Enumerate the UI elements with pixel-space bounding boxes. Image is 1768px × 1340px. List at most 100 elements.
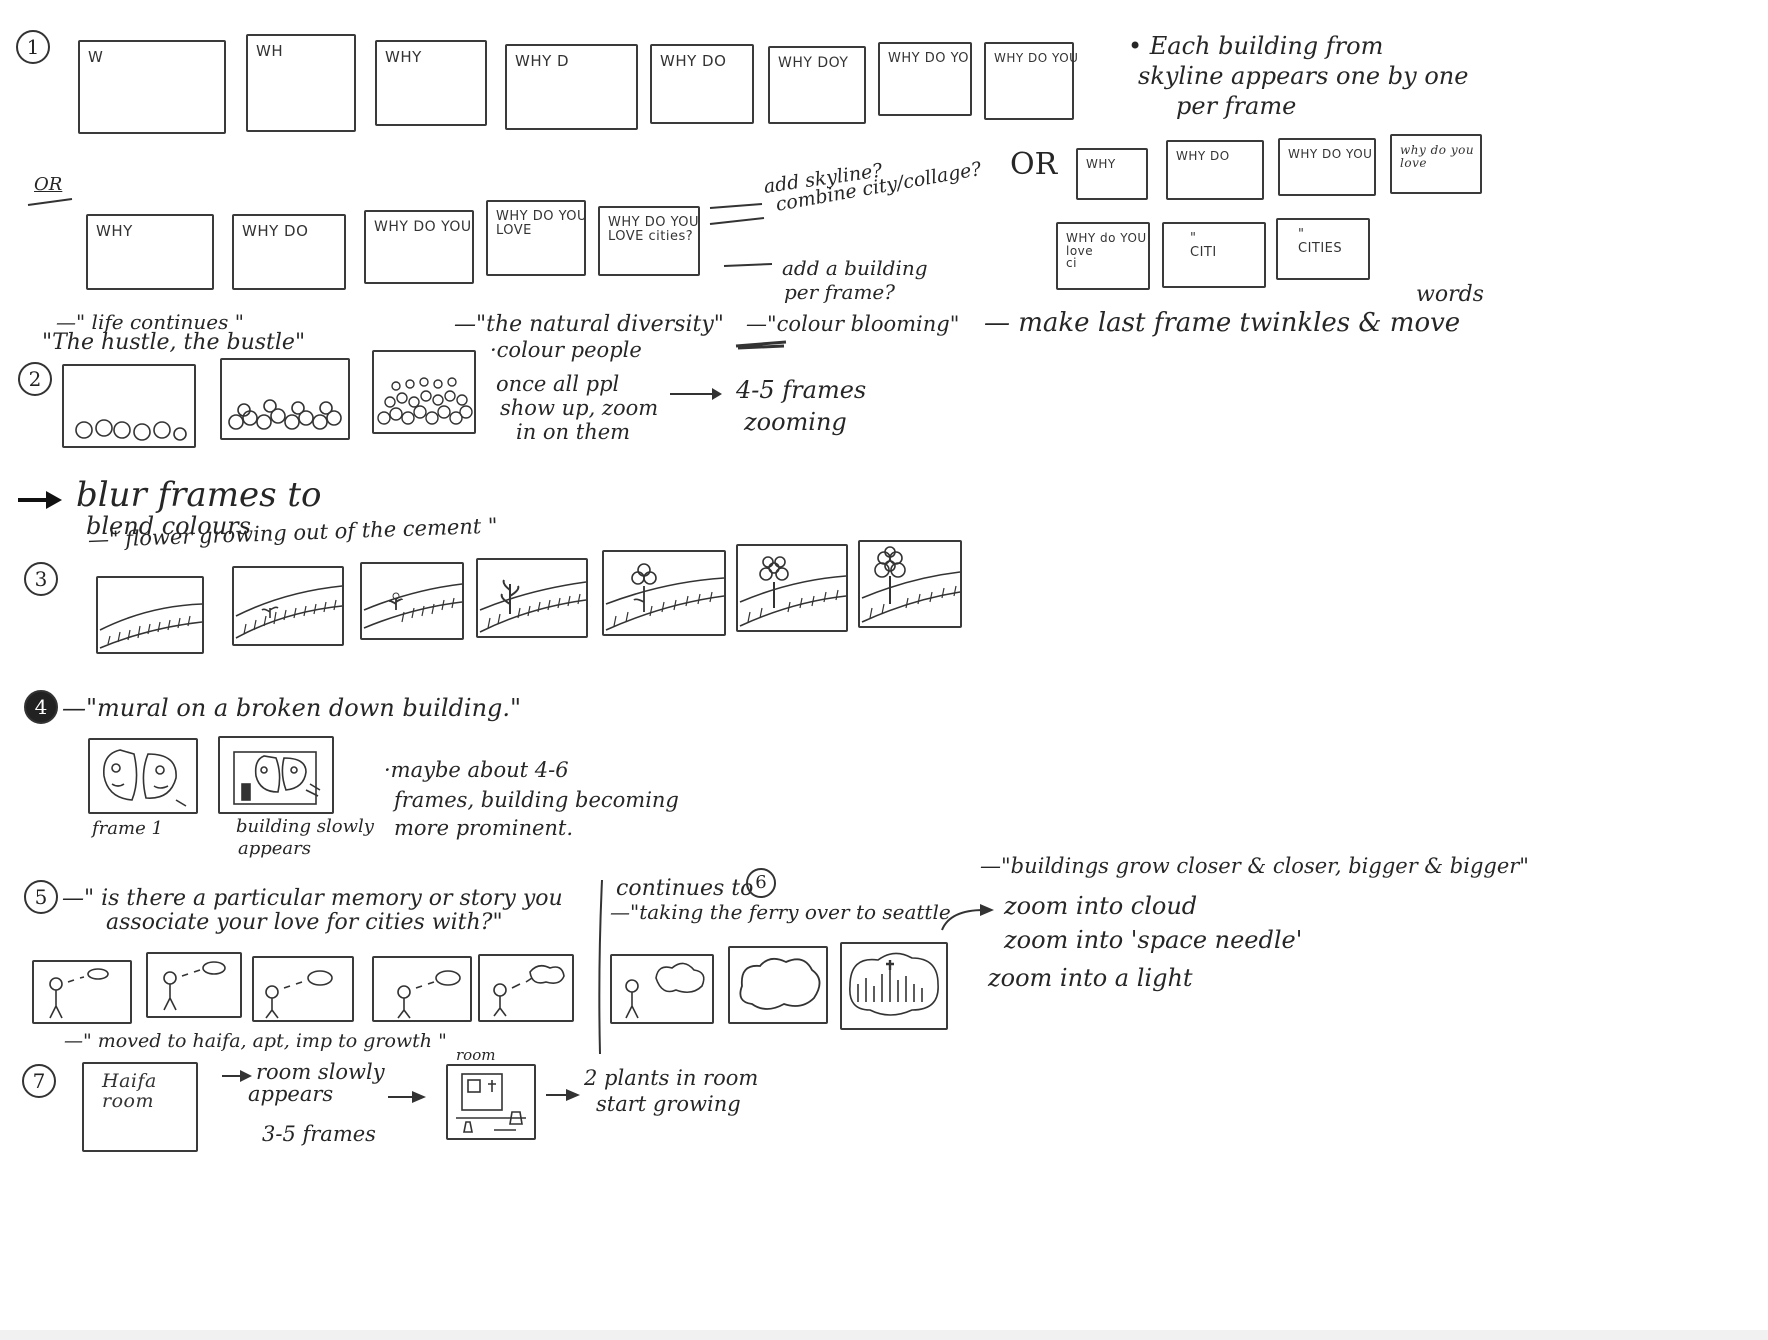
storyboard-frame — [232, 566, 344, 646]
storyboard-frame — [32, 960, 132, 1024]
storyboard-frame: WHY DO — [650, 44, 754, 124]
memory-sketch — [480, 956, 572, 1020]
crowd-sketch — [222, 360, 348, 438]
cement-sketch — [860, 542, 960, 626]
frame-caption: " CITI — [1190, 232, 1217, 259]
page-edge — [0, 1330, 1768, 1340]
quote-text: —"colour blooming" — [746, 314, 959, 335]
storyboard-frame — [610, 954, 714, 1024]
note-text: frames, building becoming — [394, 790, 679, 811]
or-underline — [26, 196, 76, 208]
frame-caption: WHY DO YO — [888, 52, 969, 66]
note-text: appears — [248, 1084, 333, 1105]
frame-caption: WHY DO YOU — [1288, 148, 1372, 161]
frame-caption: WHY — [96, 224, 133, 240]
cloud-sketch — [730, 948, 826, 1022]
frame-label: building slowly — [236, 818, 374, 836]
quote-text: —"the natural diversity" — [454, 314, 724, 336]
frame-caption: WHY do YOU love ci — [1066, 232, 1147, 270]
storyboard-frame — [96, 576, 204, 654]
storyboard-frame: WHY — [86, 214, 214, 290]
frame-caption: WHY DO — [242, 224, 308, 240]
cement-sketch — [604, 552, 724, 634]
storyboard-frame: WHY DO YOU LOVE — [486, 200, 586, 276]
quote-text: —"mural on a broken down building." — [62, 696, 521, 720]
section-6-marker: 6 — [746, 868, 776, 898]
note-text: zoom into cloud — [1004, 894, 1197, 918]
frame-caption: WHY D — [515, 54, 569, 70]
frame-caption: WH — [256, 44, 283, 60]
note-text: more prominent. — [394, 818, 573, 839]
frame-caption: WHY — [1086, 158, 1116, 171]
frame-caption: Haifa room — [102, 1072, 157, 1112]
memory-sketch — [374, 958, 470, 1020]
note-text: — make last frame twinkles & move — [984, 310, 1460, 336]
quote-text: —"buildings grow closer & closer, bigger… — [980, 856, 1529, 877]
storyboard-frame: W — [78, 40, 226, 134]
note-text: ·maybe about 4-6 — [384, 760, 569, 781]
cement-sketch — [234, 568, 342, 644]
storyboard-frame: WHY DO YO — [878, 42, 972, 116]
quote-text: —" moved to haifa, apt, imp to growth " — [64, 1032, 447, 1051]
storyboard-frame: WHY DO — [232, 214, 346, 290]
note-text: start growing — [596, 1094, 741, 1115]
frame-label: appears — [238, 840, 311, 858]
storyboard-frame — [476, 558, 588, 638]
or-label: OR — [1010, 150, 1057, 180]
storyboard-frame: Haifa room — [82, 1062, 198, 1152]
arrow-icon — [16, 488, 64, 512]
storyboard-frame: WHY DO — [1166, 140, 1264, 200]
memory-sketch — [254, 958, 352, 1020]
note-text: 4-5 frames — [736, 378, 866, 402]
frame-caption: WHY DO YOU LOVE — [496, 210, 587, 237]
frame-label: frame 1 — [92, 820, 163, 838]
section-1-marker: 1 — [16, 30, 50, 64]
cement-sketch — [478, 560, 586, 636]
storyboard-frame — [372, 956, 472, 1022]
storyboard-frame — [360, 562, 464, 640]
note-text: zoom into a light — [988, 966, 1193, 990]
section-2-marker: 2 — [18, 362, 52, 396]
quote-text: —" is there a particular memory or story… — [62, 888, 563, 910]
note-text: continues to — [616, 878, 753, 900]
note-text: zoom into 'space needle' — [1004, 928, 1302, 952]
note-text: once all ppl — [496, 374, 619, 395]
note-text: show up, zoom — [500, 398, 658, 419]
arrow-icon — [938, 900, 1002, 934]
storyboard-frame — [840, 942, 948, 1030]
section-7-marker: 7 — [22, 1064, 56, 1098]
memory-sketch — [34, 962, 130, 1022]
storyboard-frame — [372, 350, 476, 434]
quote-text: associate your love for cities with?" — [106, 912, 503, 934]
storyboard-frame: WHY DO YOU LOVE cities? — [598, 206, 700, 276]
storyboard-frame: WHY — [375, 40, 487, 126]
section-5-marker: 5 — [24, 880, 58, 914]
storyboard-frame — [252, 956, 354, 1022]
storyboard-frame: WH — [246, 34, 356, 132]
crowd-sketch — [64, 366, 194, 446]
mural-faces-sketch — [90, 740, 196, 812]
frame-caption: WHY — [385, 50, 422, 66]
cloud-sketch — [612, 956, 712, 1022]
frame-caption: why do you love — [1400, 144, 1474, 169]
storyboard-frame: WHY D — [505, 44, 638, 130]
storyboard-frame: WHY DO YOU — [1278, 138, 1376, 196]
section-3-marker: 3 — [24, 562, 58, 596]
storyboard-frame — [858, 540, 962, 628]
note-text: zooming — [744, 410, 847, 434]
frame-caption: WHY DOY — [778, 56, 848, 71]
cement-sketch — [738, 546, 846, 630]
quote-text: —"taking the ferry over to seattle — [610, 902, 951, 922]
storyboard-frame: WHY — [1076, 148, 1148, 200]
mural-building-sketch — [220, 738, 332, 812]
heading-text: blur frames to — [76, 478, 321, 512]
note-text: words — [1416, 284, 1484, 306]
frame-label: room — [456, 1048, 495, 1063]
crowd-sketch — [374, 352, 474, 432]
note-text: in on them — [516, 422, 630, 443]
branch-lines — [706, 196, 786, 276]
storyboard-frame: WHY DO YOU — [364, 210, 474, 284]
note-text: 3-5 frames — [262, 1124, 376, 1145]
frame-caption: WHY DO — [660, 54, 726, 70]
